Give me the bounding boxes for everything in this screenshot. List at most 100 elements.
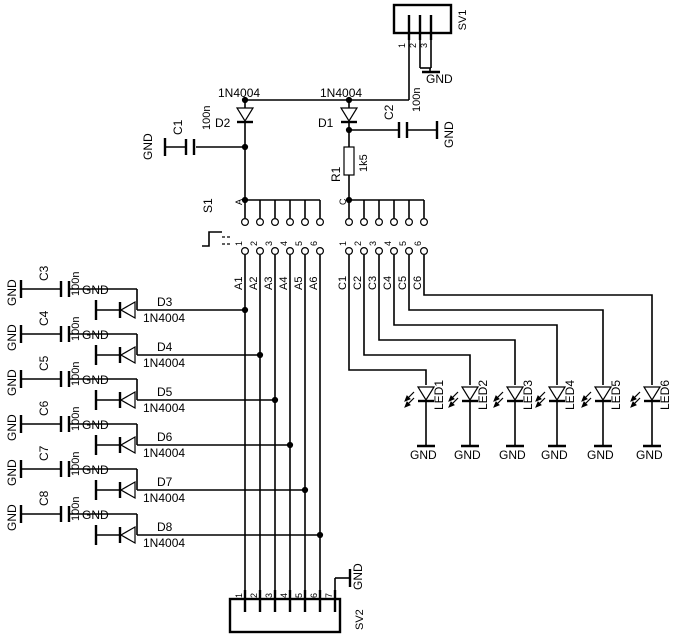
ground-label: GND — [442, 121, 456, 148]
led-ref: LED1 — [432, 380, 446, 410]
ground-label: GND — [141, 133, 155, 160]
switch-contact — [301, 218, 310, 227]
switch-contact — [286, 218, 295, 227]
ground-label: GND — [587, 448, 614, 462]
led-arrow-head — [535, 401, 542, 408]
switch-contact — [271, 247, 280, 256]
switch-contact — [256, 247, 265, 256]
connector-sv2-pin-number: 5 — [294, 593, 304, 598]
led-arrow-head — [630, 401, 637, 408]
diode-ref: D6 — [157, 430, 173, 444]
connector-sv1: SV1 1 2 3 GND — [392, 3, 469, 100]
ground-label: GND — [5, 459, 19, 486]
net-c1 — [348, 255, 427, 385]
switch-contact — [405, 247, 414, 256]
ground-label: GND — [82, 463, 109, 477]
diode-value: 1N4004 — [143, 356, 185, 370]
led-symbol — [593, 386, 613, 402]
switch-s1-contacts — [241, 200, 429, 256]
connector-sv2-pin-number: 7 — [324, 593, 334, 598]
ground-label: GND — [5, 414, 19, 441]
switch-contact — [375, 218, 384, 227]
led-symbol — [547, 386, 567, 402]
diode-value: 1N4004 — [143, 401, 185, 415]
diode-symbol — [119, 345, 136, 365]
diode-ref: D7 — [157, 475, 173, 489]
capacitor-ref: C5 — [37, 355, 51, 371]
led-arrow-head — [535, 395, 542, 402]
capacitor-value: 100n — [70, 452, 82, 476]
switch-pin-number: 5 — [294, 241, 304, 246]
switch-contact — [390, 247, 399, 256]
capacitor-ref: C7 — [37, 445, 51, 461]
ground-label: GND — [636, 448, 663, 462]
switch-contact — [390, 218, 399, 227]
diode-symbol — [119, 390, 136, 410]
resistor-r1-value: 1k5 — [358, 154, 370, 172]
switch-contact — [345, 247, 354, 256]
diode-value: 1N4004 — [143, 311, 185, 325]
capacitor-ref: C3 — [37, 265, 51, 281]
switch-output-a-label: A3 — [263, 277, 275, 290]
switch-output-a-label: A4 — [278, 277, 290, 290]
capacitor-c1-ref: C1 — [171, 119, 185, 135]
ground-label: GND — [82, 373, 109, 387]
connector-sv2-pin-number: 3 — [264, 593, 274, 598]
switch-contact — [405, 218, 414, 227]
switch-output-c-label: C1 — [337, 276, 349, 290]
diode-d2-value: 1N4004 — [218, 86, 260, 100]
led-ref: LED4 — [563, 380, 577, 410]
led-5: GND LED5 — [581, 380, 623, 462]
capacitor-ref: C6 — [37, 400, 51, 416]
switch-output-a-label: A1 — [233, 277, 245, 290]
resistor-r1-ref: R1 — [329, 166, 343, 182]
diode-d2: 1N4004 D2 — [215, 86, 260, 200]
capacitor-ref: C8 — [37, 490, 51, 506]
ground-label: GND — [351, 563, 365, 590]
switch-pin-number: 2 — [249, 241, 259, 246]
led-arrow-head — [404, 395, 411, 402]
diode-symbol — [119, 480, 136, 500]
capacitor-c2: GND C2 100n — [345, 88, 456, 148]
switch-s1-ref: S1 — [201, 198, 215, 213]
switch-contact — [256, 218, 265, 227]
ground-label: GND — [454, 448, 481, 462]
c-output-nets — [348, 255, 653, 385]
switch-contact — [375, 247, 384, 256]
switch-contact — [301, 247, 310, 256]
diode-d1-value: 1N4004 — [320, 86, 362, 100]
net-c5 — [408, 255, 604, 385]
connector-sv2-body — [228, 597, 342, 634]
switch-contact — [345, 218, 354, 227]
switch-output-a-label: A5 — [293, 277, 305, 290]
led-arrow-head — [581, 395, 588, 402]
net-c2 — [363, 255, 471, 385]
connector-sv1-label: SV1 — [457, 10, 469, 31]
diode-d1-ref: D1 — [318, 116, 334, 130]
diode-value: 1N4004 — [143, 446, 185, 460]
led-ref: LED5 — [609, 380, 623, 410]
capacitor-c2-value: 100n — [411, 88, 423, 112]
net-c6 — [423, 255, 653, 385]
a-output-nets — [241, 255, 324, 590]
switch-output-a-label: A2 — [248, 277, 260, 290]
diode-symbol — [119, 300, 136, 320]
switch-output-c-label: C6 — [412, 276, 424, 290]
switch-pin-number: 6 — [413, 241, 423, 246]
led-arrow-head — [448, 395, 455, 402]
ground-label: GND — [5, 369, 19, 396]
diode-value: 1N4004 — [143, 491, 185, 505]
switch-contact — [420, 247, 429, 256]
capacitor-value: 100n — [70, 272, 82, 296]
